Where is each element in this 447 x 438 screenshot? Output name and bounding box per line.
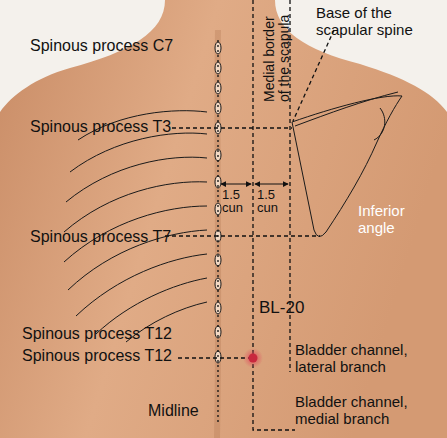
text-label: Bladder channel, lateral branch bbox=[295, 341, 445, 375]
rib-line bbox=[66, 157, 207, 202]
spinous-process bbox=[215, 278, 221, 290]
spinous-process bbox=[215, 302, 221, 314]
text-label: Spinous process T3 bbox=[30, 118, 171, 136]
scapular-spine bbox=[295, 92, 398, 126]
point-glow bbox=[243, 348, 263, 368]
acupoint-marker bbox=[249, 354, 258, 363]
text-label: Bladder channel, medial branch bbox=[295, 393, 445, 427]
text-label: Spinous process T12 bbox=[22, 325, 172, 343]
rib-line bbox=[70, 133, 207, 172]
text-label: Midline bbox=[148, 402, 199, 420]
spinous-process bbox=[215, 82, 221, 94]
leader-line bbox=[293, 30, 334, 121]
level-line bbox=[178, 357, 253, 358]
spinous-process bbox=[215, 203, 221, 215]
rib-line bbox=[76, 254, 207, 316]
spinous-process bbox=[215, 42, 221, 54]
text-label: Inferior angle bbox=[358, 202, 428, 236]
spinous-process bbox=[215, 62, 221, 74]
level-line bbox=[165, 235, 320, 236]
text-label: Base of the scapular spine bbox=[316, 4, 431, 38]
text-label: Spinous process T12 bbox=[22, 347, 172, 365]
dimension-arrow bbox=[255, 184, 288, 185]
text-label: 1.5 cun bbox=[222, 188, 250, 214]
dimension-arrow bbox=[221, 184, 251, 185]
rib-lines bbox=[64, 111, 207, 342]
midline bbox=[217, 40, 218, 425]
text-label: 1.5 cun bbox=[257, 188, 285, 214]
spinous-process bbox=[215, 102, 221, 114]
vertical-label: Medial border of the scapula bbox=[262, 2, 292, 102]
level-line bbox=[172, 127, 292, 128]
text-label: Spinous process C7 bbox=[30, 37, 173, 55]
text-label: Spinous process T7 bbox=[30, 228, 171, 246]
text-label: BL-20 bbox=[259, 298, 304, 318]
glenoid-line bbox=[374, 108, 385, 140]
